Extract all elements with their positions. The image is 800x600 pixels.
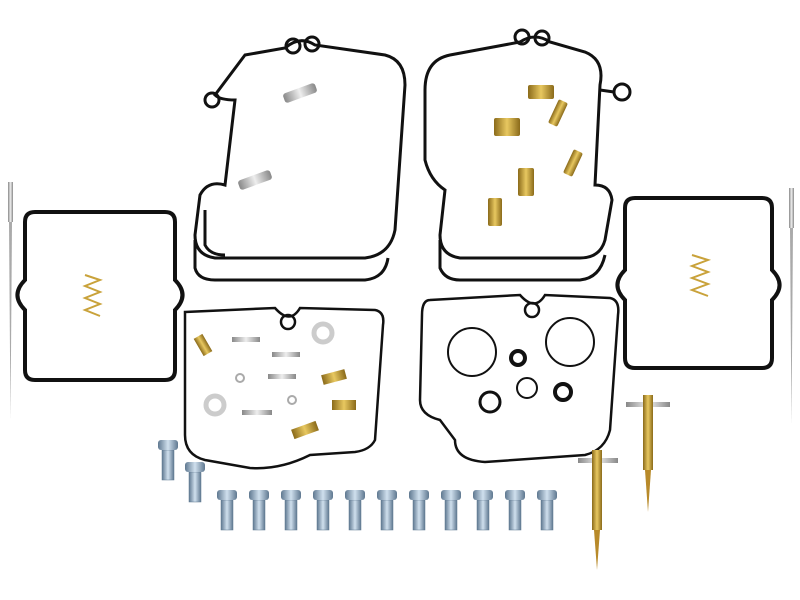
lower-left-gasket — [183, 306, 385, 470]
screw — [281, 490, 301, 531]
top-left-gasket — [193, 35, 407, 282]
left-needle — [8, 182, 13, 420]
right-bowl-gasket — [615, 196, 782, 370]
screw — [249, 490, 269, 531]
screw — [409, 490, 429, 531]
top-right-gasket — [423, 28, 632, 282]
screw — [473, 490, 493, 531]
body-screws — [158, 440, 557, 531]
screw — [158, 440, 178, 481]
screw — [217, 490, 237, 531]
pilot-screw-right — [626, 395, 670, 512]
left-bowl-gasket — [15, 210, 185, 382]
o-rings — [447, 317, 595, 414]
left-spring — [82, 274, 103, 317]
screw — [345, 490, 365, 531]
right-spring — [689, 254, 712, 297]
small-screws-washers — [193, 321, 356, 440]
lower-right-gasket — [418, 293, 620, 464]
screw — [505, 490, 525, 531]
screw — [537, 490, 557, 531]
pilot-screw-left — [578, 450, 618, 570]
brass-jets — [488, 85, 583, 226]
screw — [185, 462, 205, 503]
right-needle — [789, 188, 794, 425]
float-needle-valve — [238, 83, 317, 190]
screw — [441, 490, 461, 531]
screw — [377, 490, 397, 531]
screw — [313, 490, 333, 531]
